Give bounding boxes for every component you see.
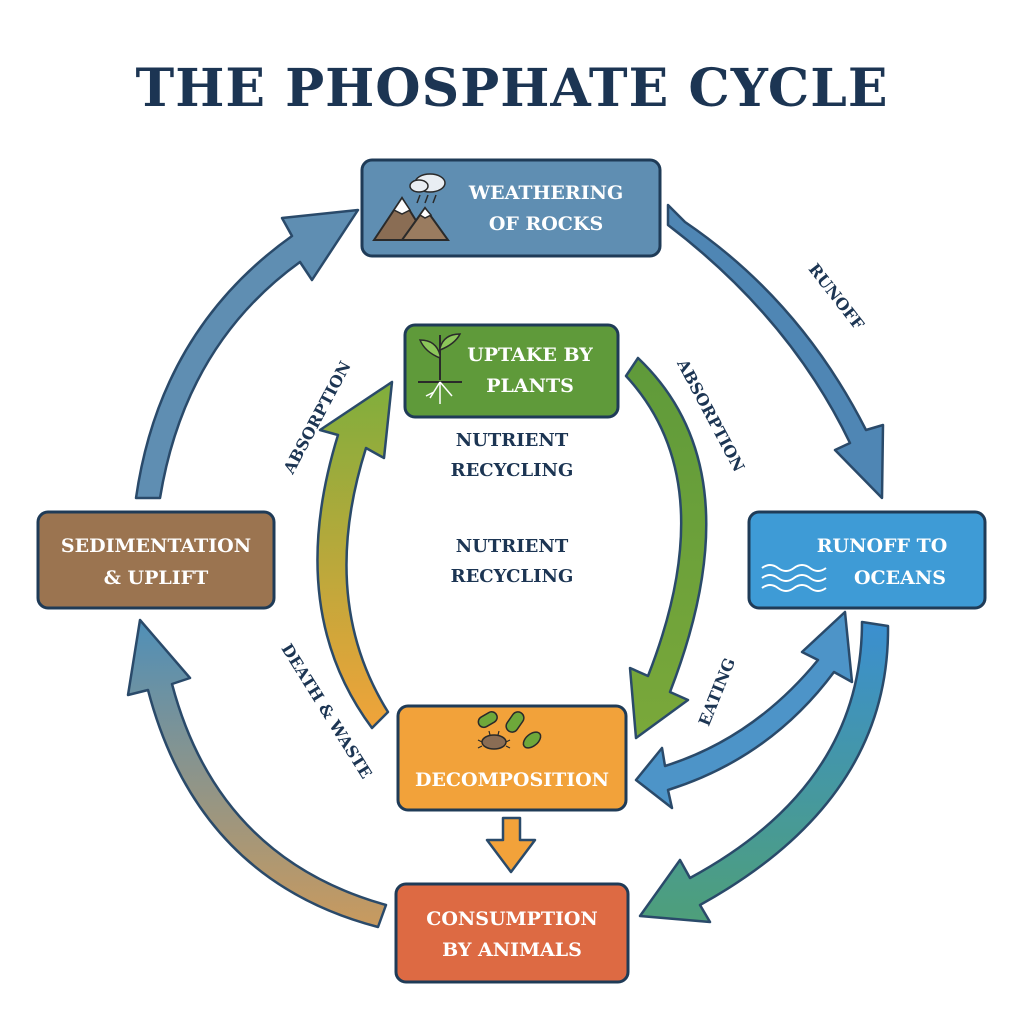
node-weathering-line1: WEATHERING <box>468 182 623 204</box>
label-nutrient-recycling-upper-2: RECYCLING <box>451 460 574 481</box>
node-uptake-by-plants: UPTAKE BY PLANTS <box>403 323 620 419</box>
node-weathering-of-rocks: WEATHERING OF ROCKS <box>360 158 662 258</box>
microbes-icon <box>477 711 542 750</box>
label-nutrient-recycling-center-1: NUTRIENT <box>456 536 569 557</box>
oceans-decomposition-double-arrow <box>634 610 854 810</box>
node-sedimentation-line1: SEDIMENTATION <box>61 535 251 557</box>
node-runoff-to-oceans: RUNOFF TO OCEANS <box>747 510 987 610</box>
uptake-to-decomposition-arrow <box>624 356 708 740</box>
node-weathering-line2: OF ROCKS <box>489 213 603 235</box>
sedimentation-to-weathering-arrow <box>134 208 360 500</box>
node-sedimentation-line2: & UPLIFT <box>104 567 209 589</box>
node-uptake-line2: PLANTS <box>486 375 574 397</box>
node-consumption-by-animals: CONSUMPTION BY ANIMALS <box>394 882 630 984</box>
node-decomposition-label: DECOMPOSITION <box>415 769 609 791</box>
node-consumption-line1: CONSUMPTION <box>426 908 598 930</box>
node-sedimentation-box <box>36 510 276 610</box>
decomposition-to-consumption-arrow <box>485 816 537 874</box>
oceans-to-consumption-arrow <box>638 620 890 924</box>
node-oceans-line2: OCEANS <box>854 567 946 589</box>
node-uptake-box <box>403 323 620 419</box>
consumption-to-sedimentation-arrow <box>126 618 388 929</box>
plant-sprout-icon <box>418 333 462 404</box>
mountain-rain-icon <box>372 173 450 241</box>
decomposition-to-uptake-arrow <box>316 380 394 730</box>
waves-icon <box>761 564 827 592</box>
node-decomposition: DECOMPOSITION <box>396 704 628 812</box>
label-nutrient-recycling-center-2: RECYCLING <box>451 566 574 587</box>
node-uptake-line1: UPTAKE BY <box>467 344 593 366</box>
node-decomposition-box <box>396 704 628 812</box>
node-oceans-box <box>747 510 987 610</box>
label-eating: EATING <box>695 655 739 728</box>
runoff-arrow <box>666 203 885 500</box>
node-consumption-box <box>394 882 630 984</box>
node-sedimentation-uplift: SEDIMENTATION & UPLIFT <box>36 510 276 610</box>
node-oceans-line1: RUNOFF TO <box>817 535 948 557</box>
node-consumption-line2: BY ANIMALS <box>442 939 582 961</box>
label-runoff: RUNOFF <box>805 260 869 334</box>
label-nutrient-recycling-upper-1: NUTRIENT <box>456 430 569 451</box>
diagram-title: THE PHOSPHATE CYCLE <box>135 58 889 119</box>
